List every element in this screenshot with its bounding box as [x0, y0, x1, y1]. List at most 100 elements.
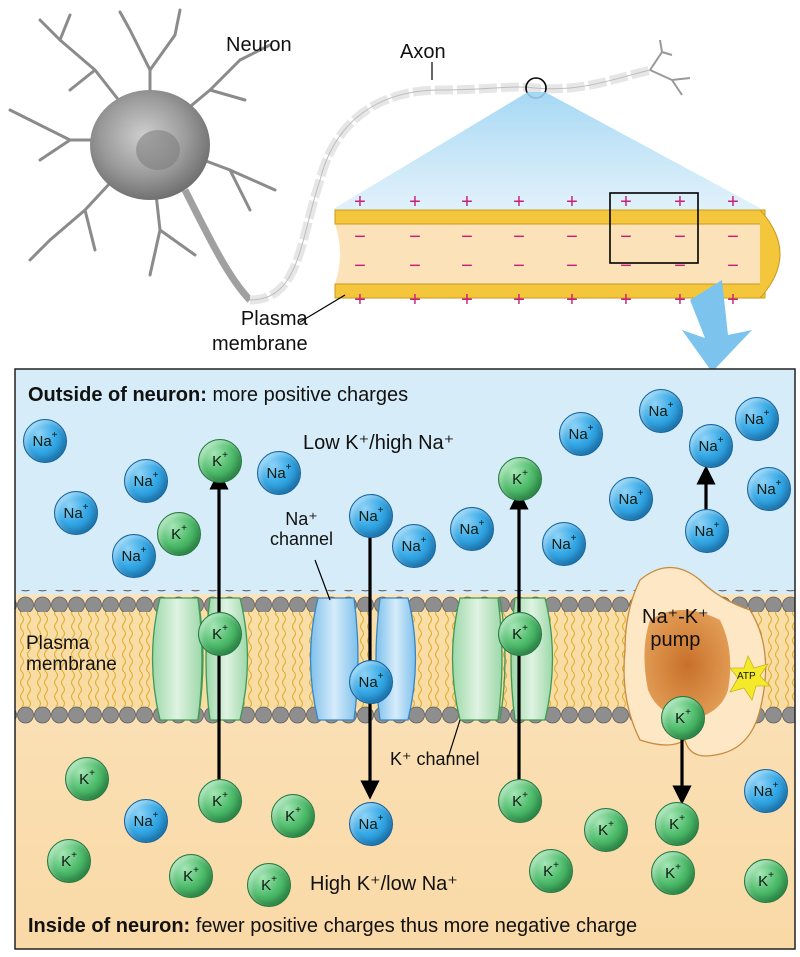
k-channel-label: K⁺ channel — [390, 749, 480, 769]
na-channel-label: Na⁺ channel — [270, 509, 333, 550]
plus-sign: + — [566, 289, 578, 311]
ion-charge: + — [763, 408, 770, 419]
sodium-ion: Na+ — [112, 534, 156, 578]
ion-symbol: K+ — [512, 790, 528, 810]
ion-charge: + — [713, 520, 720, 531]
ion-symbol: K+ — [212, 623, 228, 643]
minus-sign: − — [513, 255, 525, 277]
plus-sign: + — [513, 289, 525, 311]
ion-charge: + — [667, 400, 674, 411]
outside-concentration: Low K⁺/high Na⁺ — [303, 432, 455, 454]
neuron-illustration — [8, 8, 691, 305]
minus-sign: − — [674, 255, 686, 277]
pump-label-line1: Na⁺-K⁺ — [642, 606, 709, 628]
ion-charge: + — [768, 870, 774, 881]
potassium-ion: K+ — [498, 779, 542, 823]
ion-symbol: K+ — [512, 468, 528, 488]
ion-charge: + — [679, 813, 685, 824]
ion-symbol: Na+ — [698, 435, 724, 455]
ion-symbol: Na+ — [358, 505, 384, 525]
ion-charge: + — [295, 805, 301, 816]
potassium-ion: K+ — [198, 779, 242, 823]
potassium-ion: K+ — [498, 612, 542, 656]
plus-sign: + — [513, 191, 525, 213]
ion-symbol: Na+ — [756, 478, 782, 498]
ion-charge: + — [285, 462, 292, 473]
ion-charge: + — [685, 707, 691, 718]
plus-sign: + — [674, 191, 686, 213]
ion-charge: + — [420, 535, 427, 546]
potassium-ion: K+ — [65, 757, 109, 801]
outside-bold: Outside of neuron: — [28, 384, 207, 406]
neuron-label: Neuron — [226, 34, 292, 56]
plus-sign: + — [409, 191, 421, 213]
ion-charge: + — [377, 813, 384, 824]
plasma-membrane-label-top: Plasma membrane — [212, 308, 308, 355]
sodium-ion: Na+ — [744, 769, 788, 813]
ion-charge: + — [51, 430, 58, 441]
ion-symbol: K+ — [512, 623, 528, 643]
ion-symbol: Na+ — [133, 470, 159, 490]
ion-charge: + — [587, 423, 594, 434]
ion-charge: + — [181, 523, 187, 534]
ion-charge: + — [222, 790, 228, 801]
minus-sign: − — [409, 226, 421, 248]
minus-sign: − — [461, 255, 473, 277]
ion-symbol: K+ — [261, 874, 277, 894]
ion-symbol: Na+ — [551, 533, 577, 553]
minus-sign: − — [461, 226, 473, 248]
sodium-ion: Na+ — [450, 507, 494, 551]
plus-sign: + — [409, 289, 421, 311]
ion-charge: + — [71, 850, 77, 861]
sodium-ion: Na+ — [54, 491, 98, 535]
potassium-ion: K+ — [271, 794, 315, 838]
plasma-membrane-top-line2: membrane — [212, 333, 308, 355]
minus-sign: − — [727, 226, 739, 248]
ion-symbol: Na+ — [32, 430, 58, 450]
ion-symbol: Na+ — [618, 488, 644, 508]
ion-charge: + — [271, 874, 277, 885]
na-k-pump — [623, 567, 771, 757]
ion-symbol: K+ — [665, 862, 681, 882]
pump-label: Na⁺-K⁺ pump — [642, 606, 709, 652]
minus-sign: − — [674, 226, 686, 248]
ion-charge: + — [522, 790, 528, 801]
ion-symbol: K+ — [212, 450, 228, 470]
ion-charge: + — [717, 435, 724, 446]
minus-sign: − — [620, 255, 632, 277]
ion-symbol: Na+ — [459, 518, 485, 538]
plus-sign: + — [354, 191, 366, 213]
potassium-ion: K+ — [498, 457, 542, 501]
inside-bold: Inside of neuron: — [28, 915, 191, 937]
ion-symbol: K+ — [543, 860, 559, 880]
ion-symbol: Na+ — [133, 810, 159, 830]
axon-cross-section — [334, 209, 781, 299]
sodium-ion: Na+ — [747, 467, 791, 511]
plus-sign: + — [461, 289, 473, 311]
potassium-ion: K+ — [169, 854, 213, 898]
sodium-ion: Na+ — [124, 799, 168, 843]
ion-charge: + — [522, 623, 528, 634]
pump-label-line2: pump — [650, 629, 701, 651]
minus-sign: − — [620, 226, 632, 248]
inside-concentration: High K⁺/low Na⁺ — [310, 873, 458, 895]
potassium-ion: K+ — [157, 512, 201, 556]
leader-lines — [299, 62, 461, 759]
sodium-ion: Na+ — [609, 477, 653, 521]
ion-symbol: Na+ — [694, 520, 720, 540]
axon-label: Axon — [400, 41, 446, 63]
ion-charge: + — [193, 865, 199, 876]
ion-symbol: K+ — [61, 850, 77, 870]
minus-sign: − — [727, 255, 739, 277]
ion-charge: + — [152, 470, 159, 481]
sodium-ion: Na+ — [639, 389, 683, 433]
ion-symbol: K+ — [79, 768, 95, 788]
ion-symbol: Na+ — [401, 535, 427, 555]
potassium-ion: K+ — [247, 863, 291, 907]
ion-symbol: K+ — [758, 870, 774, 890]
potassium-ion: K+ — [198, 439, 242, 483]
ion-symbol: K+ — [669, 813, 685, 833]
ion-charge: + — [522, 468, 528, 479]
atp-label: ATP — [737, 671, 756, 682]
